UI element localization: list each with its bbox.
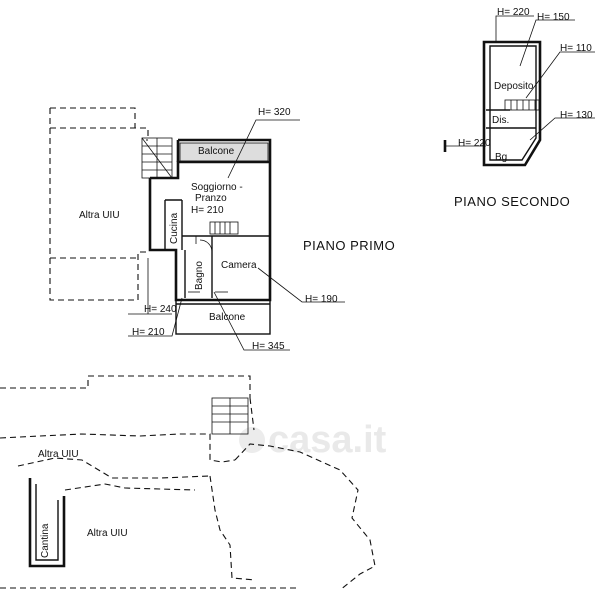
watermark: casa.it (239, 419, 387, 461)
height-h130: H= 130 (560, 110, 593, 121)
room-label-altra-uiu-basement-1: Altra UIU (38, 449, 79, 460)
height-h110: H= 110 (560, 43, 592, 54)
watermark-text: casa.it (268, 419, 387, 461)
room-label-cucina: Cucina (169, 212, 180, 244)
room-label-altra-uiu-basement-2: Altra UIU (87, 528, 128, 539)
room-label-bg: Bg (495, 152, 507, 163)
piano-primo-plan: Balcone Soggiorno - Pranzo H= 210 Camera… (49, 107, 395, 352)
room-label-cantina: Cantina (40, 523, 51, 558)
room-label-dis: Dis. (492, 115, 509, 126)
room-label-altra-uiu-top: Altra UIU (79, 210, 120, 221)
height-h210: H= 210 (132, 327, 165, 338)
height-h220-left: H= 220 (458, 138, 491, 149)
height-h240: H= 240 (144, 304, 177, 315)
room-label-soggiorno: Soggiorno - (191, 182, 243, 193)
label-piano-secondo: PIANO SECONDO (454, 194, 570, 209)
room-label-bagno: Bagno (194, 261, 205, 290)
piano-secondo-plan: Deposito Dis. Bg H= 220 H= 150 H= 110 H=… (443, 7, 595, 209)
room-label-soggiorno-height: H= 210 (191, 205, 224, 216)
room-label-pranzo: Pranzo (195, 193, 227, 204)
height-h345: H= 345 (252, 341, 285, 352)
inner-stair (209, 221, 239, 235)
room-label-deposito: Deposito (494, 81, 534, 92)
label-piano-primo: PIANO PRIMO (303, 238, 395, 253)
height-h190: H= 190 (305, 294, 338, 305)
height-h220-top: H= 220 (497, 7, 530, 18)
lower-plan: Cantina Altra UIU Altra UIU (0, 375, 376, 591)
room-label-camera: Camera (221, 260, 257, 271)
stair-primo (141, 137, 173, 179)
room-label-balcone-top: Balcone (198, 146, 235, 157)
height-h150: H= 150 (537, 12, 570, 23)
height-h320: H= 320 (258, 107, 291, 118)
